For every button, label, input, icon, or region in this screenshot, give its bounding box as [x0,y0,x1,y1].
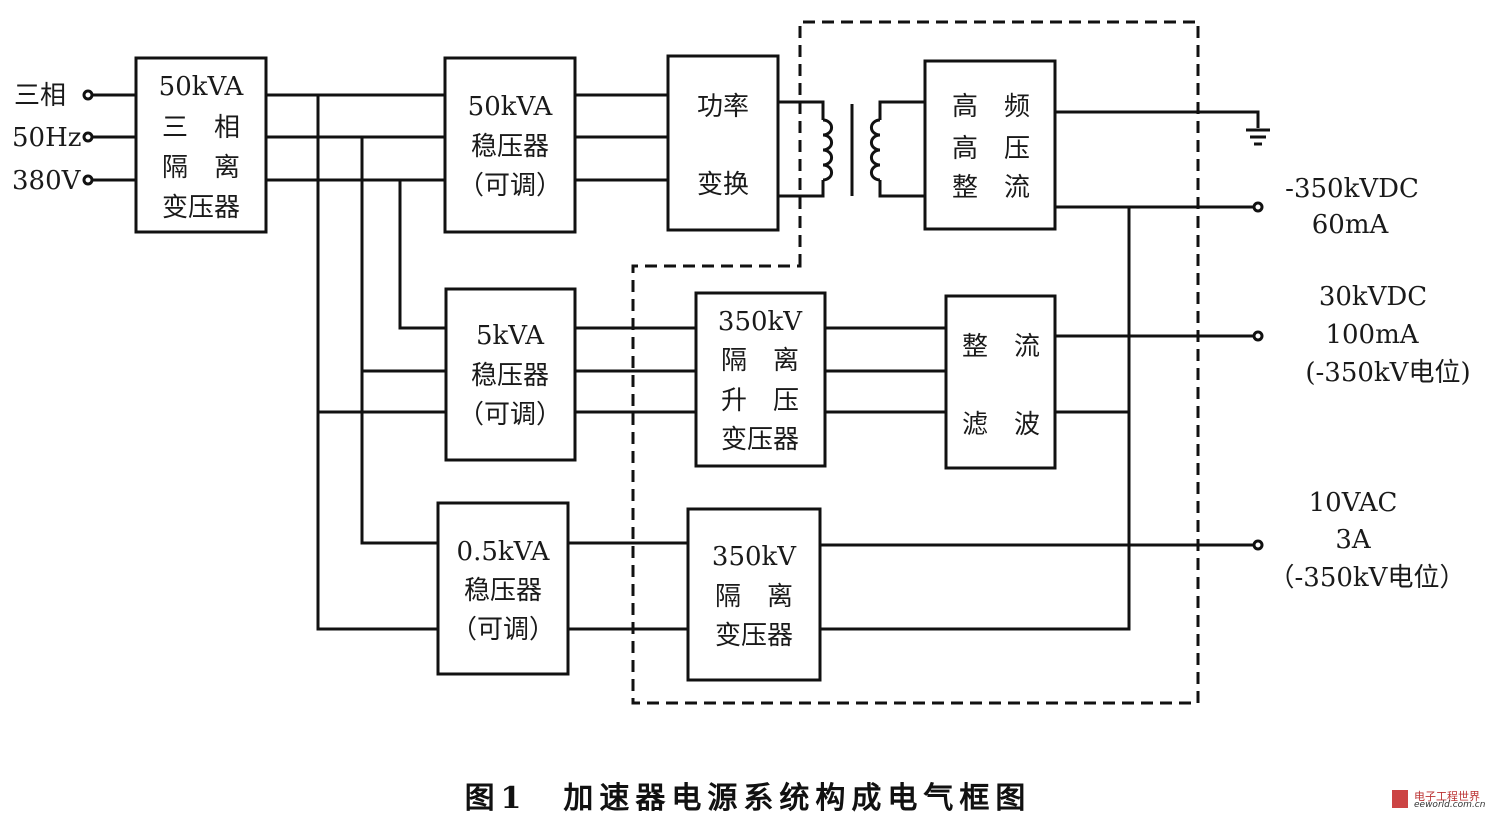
output-label: 3A [1335,525,1372,555]
watermark-name: 电子工程世界 [1414,790,1480,803]
block-hf-rectifier [923,59,1057,231]
input-wires [92,93,136,182]
block-power-conv [666,54,780,232]
block-stepup-350 [694,291,827,468]
block-isolation-350 [686,507,822,682]
stepup-to-rect [825,326,946,414]
reg05-to-iso [568,541,688,631]
input-terminal-2 [82,131,94,143]
output-label: -350kVDC [1285,174,1419,204]
output-label: 60mA [1312,210,1390,240]
label: （可调） [451,615,555,645]
label: 高 频 [952,92,1030,122]
hv-boundary [631,20,1200,705]
ground-wire [1055,110,1260,128]
block-isolation-main [134,56,268,234]
reg5-to-stepup [575,326,696,414]
label: 变压器 [721,425,799,455]
label: 稳压器 [464,576,542,606]
input-terminal-1 [82,89,94,101]
label: 50kVA [159,72,245,102]
label: 滤 波 [962,410,1040,440]
main-bus [266,93,446,631]
label: 5kVA [476,321,545,351]
label: 350kV [712,542,797,572]
output-label: 10VAC [1309,488,1398,518]
output-terminal-3 [1252,539,1264,551]
label: （可调） [458,171,562,201]
output-terminal-1 [1252,201,1264,213]
output-label: (-350kV电位) [1305,358,1470,388]
label: 升 压 [721,386,799,416]
label: 功率 [697,92,749,122]
block-rect-filter [944,294,1057,470]
label: 隔 离 [715,582,793,612]
output-label: （-350kV电位） [1269,563,1466,593]
input-label-2: 50Hz [12,123,81,153]
label: 50kVA [468,92,554,122]
label: 变压器 [162,193,240,223]
figure-caption: 图1 加速器电源系统构成电气框图 [465,781,1032,816]
output-label: 100mA [1325,320,1419,350]
out2-wire [1055,334,1254,414]
label: 整 流 [952,173,1030,203]
output-terminal-2 [1252,330,1264,342]
watermark-url: eeworld.com.cn [1414,800,1486,810]
label: 稳压器 [471,361,549,391]
label: （可调） [458,400,562,430]
block-regulator-50 [443,56,577,234]
ground-icon [1246,128,1270,146]
reg50-to-conv [575,93,668,182]
block-regulator-05 [436,501,570,676]
hf-transformer [778,100,925,198]
label: 三 相 [162,113,240,143]
input-label-1: 三相 [14,81,66,111]
label: 稳压器 [471,132,549,162]
watermark: 电子工程世界 eeworld.com.cn [1392,788,1488,818]
label: 整 流 [962,332,1040,362]
output-label: 30kVDC [1319,282,1427,312]
label: 变换 [697,170,749,200]
label: 高 压 [952,134,1030,164]
watermark-logo-icon [1392,790,1408,808]
common-return [820,207,1131,631]
input-terminal-3 [82,174,94,186]
label: 0.5kVA [457,537,551,567]
input-label-3: 380V [12,166,82,196]
label: 350kV [718,307,803,337]
block-regulator-5 [444,287,577,462]
label: 隔 离 [721,346,799,376]
label: 隔 离 [162,153,240,183]
label: 变压器 [715,621,793,651]
